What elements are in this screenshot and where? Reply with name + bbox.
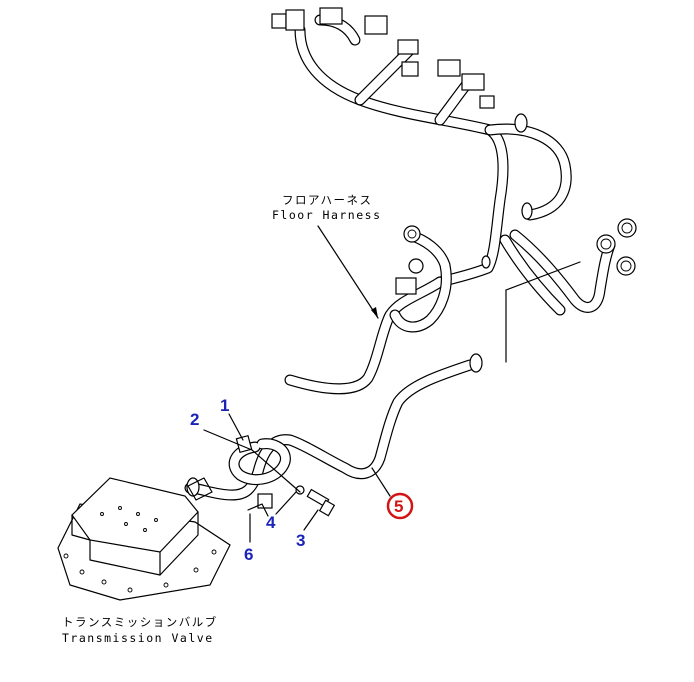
connector-right-lower: [461, 73, 485, 91]
connector-mid-lower: [401, 61, 419, 77]
clamp-bracket: [247, 503, 269, 517]
callout-5[interactable]: 5: [394, 497, 403, 516]
floor-harness-label-en: Floor Harness: [272, 208, 382, 222]
callouts: 1 2 3 4 6 5: [190, 396, 414, 564]
grommet-upper: [514, 113, 528, 133]
callout-2-leader: [203, 429, 301, 493]
callout-4[interactable]: 4: [266, 513, 276, 532]
connector-round-3: [616, 256, 636, 276]
transmission-valve: [57, 477, 231, 601]
callout-4-leader: [275, 491, 297, 515]
connector-right-upper: [437, 59, 461, 77]
callout-5-leader: [371, 467, 391, 497]
callout-2[interactable]: 2: [190, 410, 199, 429]
grommet-right: [521, 202, 533, 220]
transmission-valve-label-jp: トランスミッションバルブ: [62, 615, 218, 629]
grommet-lower: [469, 353, 483, 373]
callout-6[interactable]: 6: [244, 545, 253, 564]
floor-harness-leader: [317, 225, 379, 319]
connector-round-2: [596, 234, 616, 254]
clamp-junction: [481, 255, 491, 269]
callout-1-leader: [228, 413, 244, 441]
floor-harness-callout: フロアハーネス Floor Harness: [272, 193, 382, 319]
connector-round-1: [617, 218, 637, 238]
floor-harness: [271, 7, 637, 395]
callout-1[interactable]: 1: [220, 396, 229, 415]
transmission-harness: [184, 353, 483, 517]
callout-3-leader: [303, 509, 319, 531]
connector-right-tab: [479, 95, 495, 109]
bolt-part-3: [306, 488, 336, 517]
connector-center-block: [395, 277, 417, 295]
transmission-valve-label-en: Transmission Valve: [62, 631, 214, 645]
connector-mid-upper: [397, 39, 419, 55]
connector-center-small: [408, 258, 424, 274]
connector-center-round: [403, 225, 421, 243]
connector-top-left: [271, 13, 287, 29]
connector-top-left-body: [285, 9, 305, 31]
washer-part-4: [295, 485, 305, 495]
floor-harness-label-jp: フロアハーネス: [282, 193, 373, 207]
callout-5-circle: [386, 492, 414, 520]
callout-3[interactable]: 3: [296, 531, 305, 550]
connector-top-mid: [364, 15, 388, 35]
clamp-part-6: [257, 493, 273, 509]
connector-top: [319, 7, 343, 25]
